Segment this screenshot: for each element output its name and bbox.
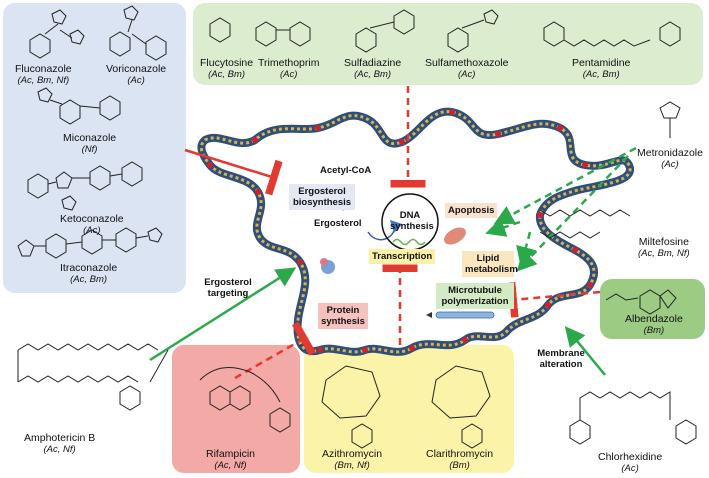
microtubule-polymerization-label: Microtubule polymerization bbox=[441, 285, 509, 307]
drug-species: (Ac) bbox=[83, 225, 101, 236]
drug-label-sulfadiazine: Sulfadiazine(Ac, Bm) bbox=[344, 57, 401, 81]
drug-name: Miconazole bbox=[63, 132, 117, 144]
transcription-box: Transcription bbox=[369, 249, 436, 264]
drug-species: (Bm, Nf) bbox=[334, 460, 370, 471]
drug-name: Amphotericin B bbox=[24, 432, 96, 444]
drug-name: Miltefosine bbox=[638, 236, 689, 248]
drug-label-clarithromycin: Clarithromycin(Bm) bbox=[426, 448, 493, 472]
drug-name: Ketoconazole bbox=[60, 213, 124, 225]
drug-name: Voriconazole bbox=[106, 63, 167, 75]
drug-label-miconazole: Miconazole(Nf) bbox=[63, 132, 116, 156]
drug-name: Rifampicin bbox=[206, 448, 256, 460]
membrane-alteration-label: Membrane alteration bbox=[530, 348, 592, 370]
acetyl-coa-label: Acetyl-CoA bbox=[320, 165, 372, 176]
membrane-proteins bbox=[207, 109, 593, 353]
apoptosis-box: Apoptosis bbox=[445, 203, 498, 218]
drug-species: (Ac, Bm) bbox=[354, 69, 392, 80]
ergosterol-targeting-label: Ergosterol targeting bbox=[198, 277, 258, 299]
drug-label-metronidazole: Metronidazole(Ac) bbox=[637, 147, 703, 171]
ergosterol-biosynthesis-label: Ergosterol biosynthesis bbox=[292, 186, 352, 208]
membrane-alteration-text: Membrane alteration bbox=[537, 348, 585, 370]
drug-name: Trimethoprim bbox=[258, 57, 320, 69]
drug-species: (Bm) bbox=[643, 325, 665, 336]
drug-name: Pentamidine bbox=[572, 57, 631, 69]
drug-species: (Ac) bbox=[127, 75, 145, 86]
drug-species: (Nf) bbox=[81, 144, 98, 155]
ergosterol-label: Ergosterol bbox=[314, 218, 362, 229]
drug-species: (Ac, Bm, Nf) bbox=[638, 248, 690, 259]
molecule-sketches bbox=[17, 5, 697, 449]
drug-name: Chlorhexidine bbox=[598, 451, 663, 463]
dna-synthesis-label: DNA synthesis bbox=[390, 210, 434, 232]
drug-species: (Ac) bbox=[280, 69, 298, 80]
transcription-label: Transcription bbox=[372, 251, 433, 262]
drug-name: Azithromycin bbox=[322, 448, 383, 460]
macrolide-panel bbox=[304, 345, 514, 473]
azole-panel bbox=[3, 3, 186, 293]
drug-species: (Ac, Bm) bbox=[208, 69, 246, 80]
drug-label-amphotericin: Amphotericin B(Ac, Nf) bbox=[24, 432, 95, 456]
drug-name: Albendazole bbox=[625, 313, 683, 325]
drug-label-azithromycin: Azithromycin(Bm, Nf) bbox=[322, 448, 382, 472]
drug-species: (Ac) bbox=[458, 69, 476, 80]
drug-label-miltefosine: Miltefosine(Ac, Bm, Nf) bbox=[638, 236, 690, 260]
drug-label-trimethoprim: Trimethoprim(Ac) bbox=[258, 57, 319, 81]
drug-name: Flucytosine bbox=[200, 57, 254, 69]
drug-name: Clarithromycin bbox=[426, 448, 494, 460]
ergosterol-targeting-text: Ergosterol targeting bbox=[204, 277, 252, 299]
drug-label-ketoconazole: Ketoconazole(Ac) bbox=[60, 213, 124, 237]
drug-species: (Bm) bbox=[449, 460, 470, 471]
drug-name: Sulfamethoxazole bbox=[425, 57, 509, 69]
albendazole-panel bbox=[600, 279, 705, 339]
drug-label-pentamidine: Pentamidine(Ac, Bm) bbox=[572, 57, 630, 81]
drug-label-fluconazole: Fluconazole(Ac, Bm, Nf) bbox=[15, 63, 72, 87]
protein-synthesis-box: Protein synthesis bbox=[318, 303, 368, 329]
drug-species: (Ac, Bm) bbox=[582, 69, 620, 80]
microtubule-polymerization-box: Microtubule polymerization bbox=[436, 283, 514, 309]
drug-label-chlorhexidine: Chlorhexidine(Ac) bbox=[598, 451, 662, 475]
drug-label-itraconazole: Itraconazole(Ac, Bm) bbox=[60, 262, 117, 286]
drug-species: (Ac, Bm, Nf) bbox=[17, 75, 70, 86]
lipid-metabolism-label: Lipid metabolism bbox=[465, 253, 518, 275]
drug-label-sulfamethoxazole: Sulfamethoxazole(Ac) bbox=[425, 57, 508, 81]
drug-name: Sulfadiazine bbox=[344, 57, 402, 69]
drug-name: Fluconazole bbox=[15, 63, 72, 75]
protein-synthesis-label: Protein synthesis bbox=[321, 305, 365, 327]
drug-label-flucytosine: Flucytosine(Ac, Bm) bbox=[200, 57, 253, 81]
drug-species: (Ac) bbox=[621, 463, 639, 474]
drug-species: (Ac) bbox=[661, 159, 679, 170]
drug-label-albendazole: Albendazole(Bm) bbox=[625, 313, 683, 337]
drug-name: Itraconazole bbox=[60, 262, 118, 274]
drug-species: (Ac, Nf) bbox=[43, 444, 76, 455]
drug-label-rifampicin: Rifampicin(Ac, Nf) bbox=[206, 448, 255, 472]
ergosterol-biosynthesis-box: Ergosterol biosynthesis bbox=[289, 184, 355, 210]
apoptosis-label: Apoptosis bbox=[448, 205, 495, 216]
drug-species: (Ac, Bm) bbox=[70, 274, 108, 285]
lipid-metabolism-box: Lipid metabolism bbox=[462, 251, 518, 277]
drug-name: Metronidazole bbox=[637, 147, 703, 159]
drug-species: (Ac, Nf) bbox=[214, 460, 247, 471]
drug-label-voriconazole: Voriconazole(Ac) bbox=[106, 63, 166, 87]
dna-synthesis-text: DNA synthesis bbox=[390, 210, 434, 232]
